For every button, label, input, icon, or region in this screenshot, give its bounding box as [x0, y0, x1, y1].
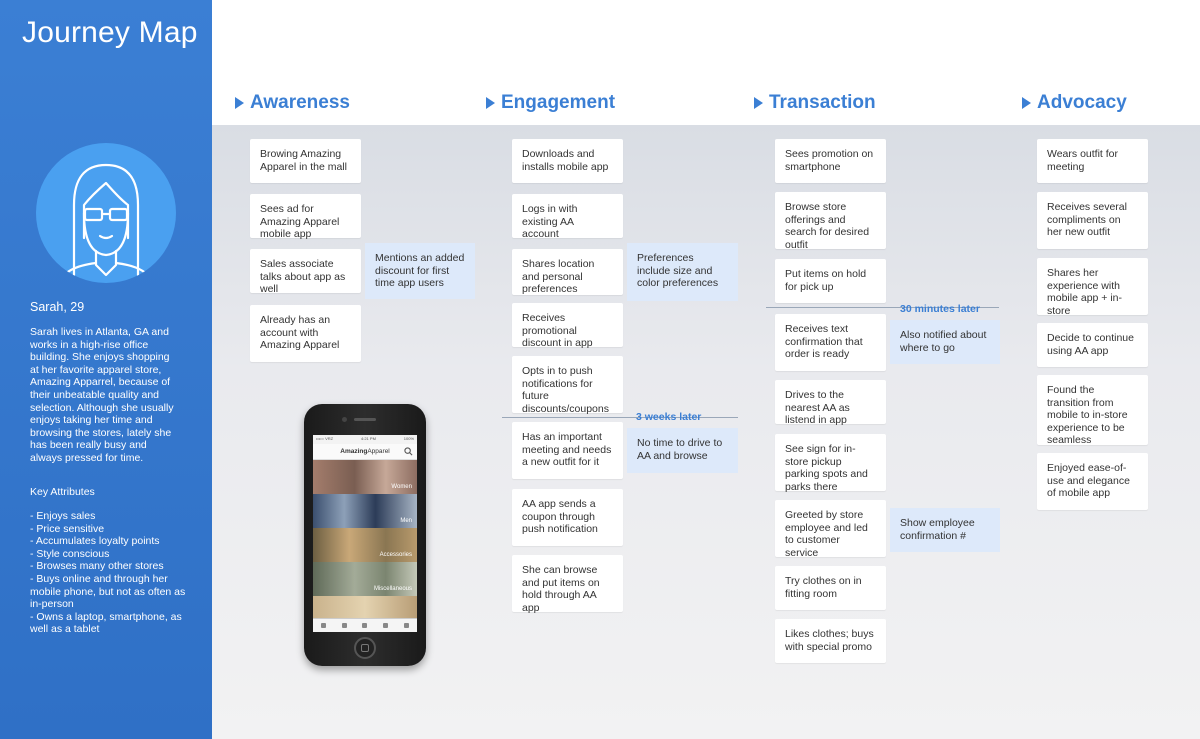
transaction-note: Show employee confirmation # [890, 508, 1000, 552]
time-gap-label: 30 minutes later [900, 303, 980, 315]
category-label: Miscellaneous [373, 586, 412, 592]
engagement-note: No time to drive to AA and browse [627, 428, 738, 473]
persona-sidebar: Journey Map Sarah, 29 Sarah lives in Atl… [0, 0, 212, 739]
awareness-card: Sees ad for Amazing Apparel mobile app [250, 194, 361, 240]
transaction-card: Likes clothes; buys with special promo [775, 619, 886, 663]
phone-time: 4:21 PM [361, 436, 376, 441]
time-gap-label: 3 weeks later [636, 411, 702, 423]
engagement-card: AA app sends a coupon through push notif… [512, 489, 623, 546]
stage-header: Awareness Engagement Transaction Advocac… [212, 0, 1200, 125]
brand-light: Apparel [367, 448, 390, 455]
home-square-icon [361, 644, 369, 652]
category-label: Women [391, 484, 412, 490]
stage-label: Awareness [250, 92, 350, 113]
engagement-card: Downloads and installs mobile app [512, 139, 623, 183]
attribute-item: - Browses many other stores [30, 560, 164, 573]
persona-name: Sarah, 29 [30, 300, 85, 314]
awareness-note: Mentions an added discount for first tim… [365, 243, 475, 299]
key-attributes-list: - Enjoys sales - Price sensitive - Accum… [30, 510, 190, 636]
advocacy-card: Receives several compliments on her new … [1037, 192, 1148, 249]
persona-avatar [36, 143, 176, 283]
phone-status-bar: ••••○ VRZ 4:21 PM 100% [313, 435, 417, 444]
tab-location-icon[interactable] [362, 623, 368, 628]
engagement-card: Logs in with existing AA account [512, 194, 623, 240]
advocacy-card: Wears outfit for meeting [1037, 139, 1148, 183]
persona-bio: Sarah lives in Atlanta, GA and works in … [30, 326, 174, 464]
tab-more-icon[interactable] [404, 623, 410, 628]
attribute-item: - Accumulates loyalty points [30, 535, 160, 548]
stage-advocacy: Advocacy [1022, 92, 1127, 114]
category-tile-miscellaneous[interactable]: Miscellaneous [313, 562, 417, 596]
camera-icon [342, 417, 347, 422]
smartphone-mockup: ••••○ VRZ 4:21 PM 100% AmazingApparel Wo… [304, 404, 426, 666]
page-title: Journey Map [22, 16, 198, 49]
attribute-item: - Buys online and through her mobile pho… [30, 572, 186, 611]
engagement-note: Preferences include size and color prefe… [627, 243, 738, 301]
transaction-card: Sees promotion on smartphone [775, 139, 886, 183]
transaction-note: Also notified about where to go [890, 320, 1000, 364]
engagement-card: She can browse and put items on hold thr… [512, 555, 623, 614]
awareness-card: Already has an account with Amazing Appa… [250, 305, 361, 362]
tab-home-icon[interactable] [320, 623, 326, 628]
transaction-card: Try clothes on in fitting room [775, 566, 886, 610]
category-tile-women[interactable]: Women [313, 460, 417, 494]
tab-account-icon[interactable] [383, 623, 389, 628]
phone-app-bar: AmazingApparel [313, 444, 417, 460]
stage-arrow-icon [486, 97, 495, 109]
category-label: Men [400, 518, 412, 524]
app-brand: AmazingApparel [340, 448, 390, 455]
attribute-item: - Price sensitive [30, 522, 105, 535]
advocacy-card: Decide to continue using AA app [1037, 323, 1148, 367]
engagement-card: Receives promotional discount in app [512, 303, 623, 349]
engagement-card: Opts in to push notifications for future… [512, 356, 623, 415]
stage-label: Engagement [501, 92, 616, 113]
awareness-card: Browing Amazing Apparel in the mall [250, 139, 361, 183]
stage-arrow-icon [754, 97, 763, 109]
phone-screen: ••••○ VRZ 4:21 PM 100% AmazingApparel Wo… [313, 435, 417, 632]
stage-label: Transaction [769, 92, 876, 113]
transaction-card: Browse store offerings and search for de… [775, 192, 886, 251]
category-tile-accessories[interactable]: Accessories [313, 528, 417, 562]
home-button[interactable] [354, 637, 376, 659]
attribute-item: - Enjoys sales [30, 510, 96, 522]
stage-transaction: Transaction [754, 92, 876, 114]
brand-bold: Amazing [340, 448, 368, 455]
transaction-card: Greeted by store employee and led to cus… [775, 500, 886, 559]
speaker-icon [354, 418, 376, 421]
advocacy-card: Found the transition from mobile to in-s… [1037, 375, 1148, 446]
awareness-card: Sales associate talks about app as well [250, 249, 361, 295]
transaction-card: See sign for in-store pickup parking spo… [775, 434, 886, 493]
persona-avatar-icon [58, 163, 154, 283]
transaction-card: Put items on hold for pick up [775, 259, 886, 303]
key-attributes-heading: Key Attributes [30, 486, 95, 498]
transaction-card: Receives text confirmation that order is… [775, 314, 886, 371]
attribute-item: - Style conscious [30, 547, 110, 560]
time-divider [766, 307, 999, 308]
stage-engagement: Engagement [486, 92, 615, 114]
stage-arrow-icon [1022, 97, 1031, 109]
stage-arrow-icon [235, 97, 244, 109]
attribute-item: - Owns a laptop, smartphone, as well as … [30, 610, 182, 636]
engagement-card: Has an important meeting and needs a new… [512, 422, 623, 479]
search-icon[interactable] [404, 447, 413, 456]
carrier-text: ••••○ VRZ [316, 436, 334, 441]
category-tile-men[interactable]: Men [313, 494, 417, 528]
transaction-card: Drives to the nearest AA as listend in a… [775, 380, 886, 426]
advocacy-card: Shares her experience with mobile app + … [1037, 258, 1148, 317]
battery-text: 100% [403, 436, 414, 441]
tab-bag-icon[interactable] [341, 623, 347, 628]
phone-tab-bar [313, 618, 417, 632]
engagement-card: Shares location and personal preferences [512, 249, 623, 295]
stage-awareness: Awareness [235, 92, 350, 114]
time-divider [502, 417, 738, 418]
stage-label: Advocacy [1037, 92, 1127, 113]
advocacy-card: Enjoyed ease-of-use and elegance of mobi… [1037, 453, 1148, 510]
category-label: Accessories [379, 552, 412, 558]
